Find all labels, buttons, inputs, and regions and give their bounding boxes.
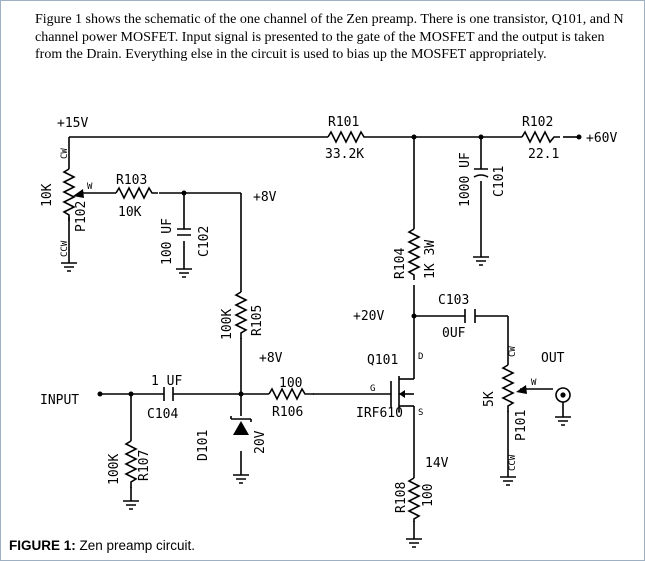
r101-value: 33.2K bbox=[325, 147, 364, 162]
resistor-symbols bbox=[62, 130, 560, 522]
capacitor-symbols bbox=[163, 168, 489, 422]
c102-ref: C102 bbox=[197, 226, 212, 257]
p102-cw: CW bbox=[60, 148, 70, 159]
figure-description: Figure 1 shows the schematic of the one … bbox=[35, 12, 624, 63]
figure-caption: FIGURE 1: Zen preamp circuit. bbox=[9, 538, 195, 553]
r107-value: 100K bbox=[107, 454, 122, 485]
c101-ref: C101 bbox=[492, 166, 507, 197]
rail-plus14: 14V bbox=[425, 456, 449, 471]
q101-gate: G bbox=[370, 384, 375, 394]
c103-value: 0UF bbox=[442, 326, 466, 341]
r104-ref: R104 bbox=[393, 248, 408, 279]
rail-plus8-bottom: +8V bbox=[259, 351, 283, 366]
p102-wiper: W bbox=[87, 182, 93, 192]
p101-cw: CW bbox=[508, 346, 518, 357]
c102-value: 100 UF bbox=[160, 218, 175, 265]
symbol-fills bbox=[73, 134, 582, 435]
p101-wiper: W bbox=[531, 378, 537, 388]
caption-text: Zen preamp circuit. bbox=[75, 538, 196, 553]
r102-value: 22.1 bbox=[528, 147, 559, 162]
r108-ref: R108 bbox=[394, 482, 409, 513]
p102-ref: P102 bbox=[74, 201, 89, 232]
p101-ccw: CCW bbox=[508, 454, 518, 471]
d101-ref: D101 bbox=[196, 430, 211, 461]
q101-drain: D bbox=[418, 352, 423, 362]
r103-ref: R103 bbox=[116, 173, 147, 188]
rail-plus60: +60V bbox=[586, 131, 617, 146]
r102-ref: R102 bbox=[522, 115, 553, 130]
caption-label: FIGURE 1: bbox=[9, 538, 76, 553]
rail-plus15: +15V bbox=[57, 116, 88, 131]
r104-value: 1K 3W bbox=[423, 240, 438, 279]
p102-value: 10K bbox=[40, 183, 55, 207]
r108-value: 100 bbox=[421, 484, 436, 507]
r105-ref: R105 bbox=[250, 305, 265, 336]
r101-ref: R101 bbox=[328, 115, 359, 130]
q101-source: S bbox=[418, 408, 423, 418]
c104-value: 1 UF bbox=[151, 374, 182, 389]
circuit-wires bbox=[68, 136, 579, 539]
r106-ref: R106 bbox=[272, 405, 303, 420]
r105-value: 100K bbox=[220, 309, 235, 340]
p102-ccw: CCW bbox=[60, 240, 70, 257]
r103-value: 10K bbox=[118, 205, 142, 220]
rail-plus8-top: +8V bbox=[253, 190, 277, 205]
p101-ref: P101 bbox=[514, 410, 529, 441]
c101-value: 1000 UF bbox=[458, 152, 473, 207]
p101-value: 5K bbox=[482, 391, 497, 407]
q101-ref: Q101 bbox=[367, 353, 398, 368]
output-label: OUT bbox=[541, 351, 565, 366]
d101-value: 20V bbox=[253, 430, 268, 454]
q101-part: IRF610 bbox=[356, 406, 403, 421]
r106-value: 100 bbox=[279, 376, 302, 391]
c103-ref: C103 bbox=[438, 293, 469, 308]
r107-ref: R107 bbox=[137, 450, 152, 481]
c104-ref: C104 bbox=[147, 407, 178, 422]
ground-symbols bbox=[61, 256, 571, 548]
rail-plus20: +20V bbox=[353, 309, 384, 324]
input-label: INPUT bbox=[40, 393, 79, 408]
